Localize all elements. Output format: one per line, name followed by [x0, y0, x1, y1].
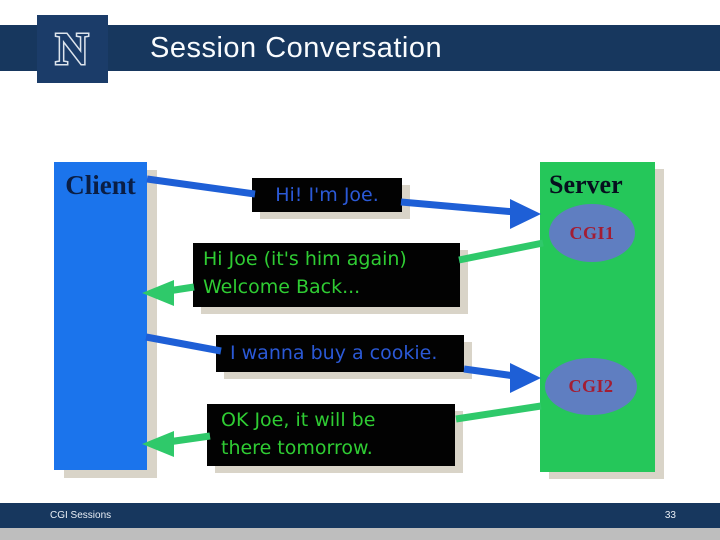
cgi1-label: CGI1	[569, 222, 615, 243]
footer-bar	[0, 503, 720, 528]
slide-title: Session Conversation	[150, 32, 443, 64]
footer-gray-strip	[0, 528, 720, 540]
message-box-2: Hi Joe (it's him again) Welcome Back...	[193, 243, 460, 307]
message-3-text: I wanna buy a cookie.	[230, 342, 438, 364]
message-box-1: Hi! I'm Joe.	[252, 178, 402, 212]
cgi2-ellipse: CGI2	[545, 358, 637, 415]
arrow-response2-left-segment	[167, 432, 211, 446]
page-number: 33	[664, 510, 676, 521]
arrow-response2-right-segment	[455, 402, 542, 423]
client-box: Client	[54, 162, 147, 470]
message-box-3: I wanna buy a cookie.	[216, 335, 464, 372]
message-4-line1: OK Joe, it will be	[221, 409, 376, 431]
message-2-line1: Hi Joe (it's him again)	[203, 248, 407, 270]
university-logo: N	[37, 15, 108, 83]
cgi2-label: CGI2	[568, 376, 614, 396]
arrow-request1-left-segment	[146, 175, 256, 198]
arrow-request2-left-segment	[145, 333, 222, 355]
arrow-response1-right-segment	[458, 239, 544, 264]
arrow-request1-head-icon	[510, 199, 541, 229]
arrow-request2-right-segment	[463, 365, 516, 380]
block-n-icon: N	[54, 22, 90, 76]
client-label: Client	[65, 170, 136, 200]
footer-section-title: CGI Sessions	[50, 510, 112, 521]
message-2-line2: Welcome Back...	[203, 276, 361, 298]
logo-letter: N	[55, 23, 88, 74]
cgi1-ellipse: CGI1	[549, 204, 635, 262]
arrow-request2-head-icon	[510, 363, 541, 393]
arrow-response1-left-segment	[167, 283, 195, 295]
message-4-line2: there tomorrow.	[221, 437, 373, 459]
arrow-request1-right-segment	[400, 198, 516, 216]
header-bar	[0, 25, 720, 71]
message-box-4: OK Joe, it will be there tomorrow.	[207, 404, 455, 466]
server-label: Server	[549, 170, 623, 199]
message-1-text: Hi! I'm Joe.	[275, 184, 379, 206]
